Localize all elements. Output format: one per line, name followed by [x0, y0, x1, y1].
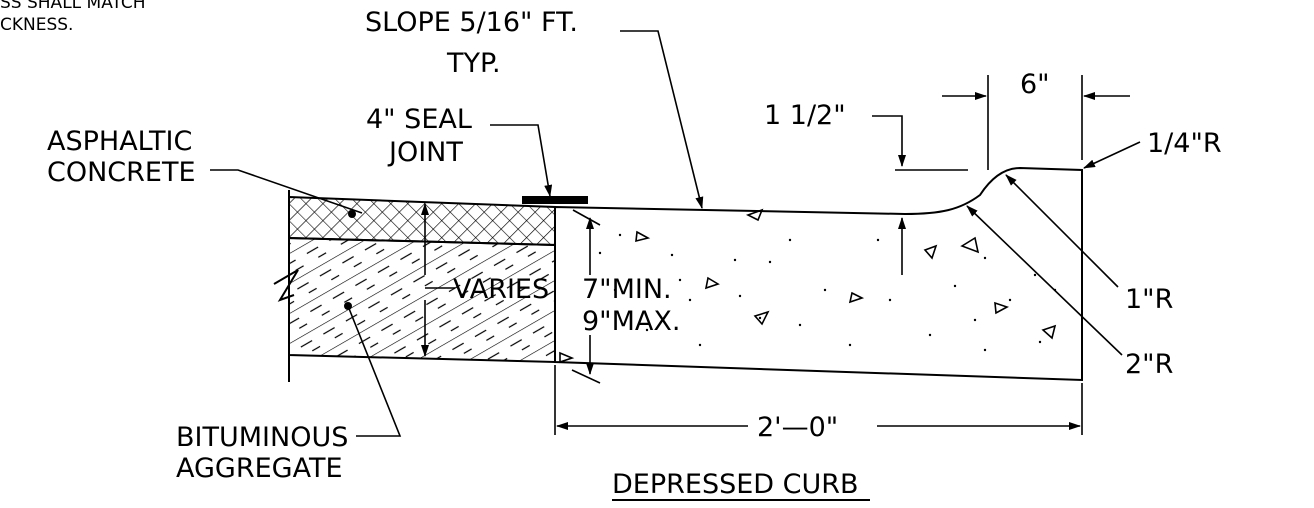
asphaltic-label-2: CONCRETE	[47, 157, 196, 188]
one-radius-label: 1"R	[1125, 284, 1173, 315]
drawing-title: DEPRESSED CURB	[612, 469, 859, 500]
width-dimension	[554, 365, 1083, 435]
quarter-radius-label: 1/4"R	[1147, 128, 1222, 159]
slope-typ-label: TYP.	[446, 48, 501, 79]
leader-lines	[210, 30, 1141, 437]
two-radius-label: 2"R	[1125, 349, 1173, 380]
top-note-line-2: CKNESS.	[0, 15, 73, 35]
aggregate-triangles	[559, 208, 1057, 364]
asphaltic-concrete-layer	[288, 195, 556, 247]
bituminous-label-1: BITUMINOUS	[176, 422, 348, 453]
six-inch-dimension	[942, 75, 1130, 170]
concrete-curb	[554, 166, 1083, 382]
break-line	[273, 190, 299, 382]
top-note-line-1: SS SHALL MATCH	[0, 0, 146, 13]
one-half-dimension	[872, 115, 968, 275]
one-half-label: 1 1/2"	[764, 100, 846, 131]
six-inch-label: 6"	[1020, 69, 1050, 100]
asphaltic-label-1: ASPHALTIC	[47, 126, 192, 157]
min-depth-label: 7"MIN.	[582, 274, 672, 305]
varies-label: VARIES	[453, 274, 549, 305]
seal-joint-label-2: JOINT	[387, 137, 463, 168]
width-label: 2'—0"	[757, 412, 838, 443]
concrete-aggregate-marks	[598, 233, 1057, 352]
max-depth-label: 9"MAX.	[582, 306, 680, 337]
seal-joint-label-1: 4" SEAL	[366, 104, 472, 135]
slope-label: SLOPE 5/16" FT.	[365, 7, 578, 38]
bituminous-label-2: AGGREGATE	[176, 453, 343, 484]
varies-dimension	[421, 203, 455, 357]
depth-dimension	[571, 209, 601, 384]
seal-joint-bar	[522, 196, 588, 204]
